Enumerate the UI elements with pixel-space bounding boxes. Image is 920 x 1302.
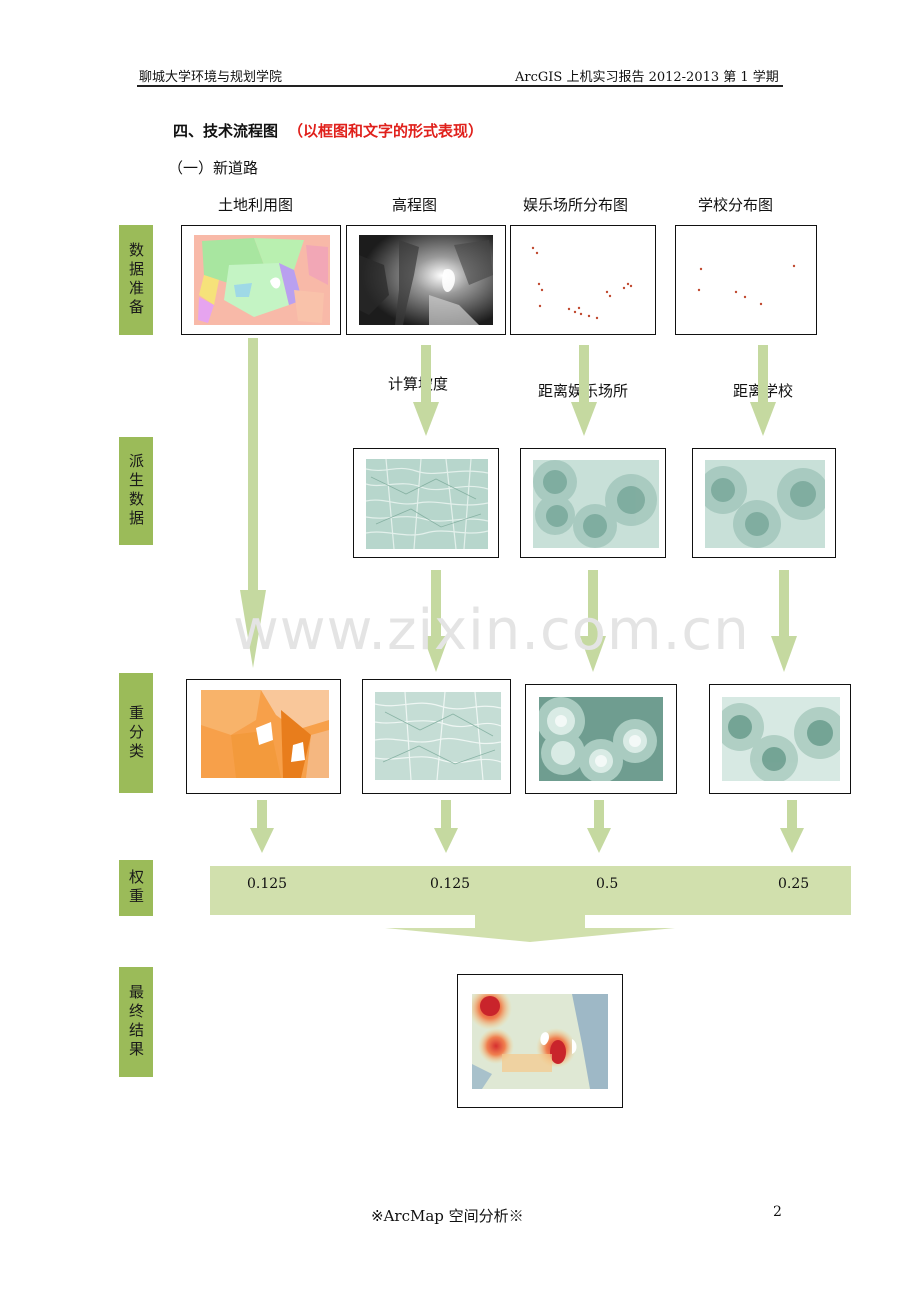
side-label-final: 最终结果 <box>119 967 153 1077</box>
weight-slope: 0.125 <box>430 876 471 892</box>
dist-school-image <box>705 460 825 548</box>
merge-arrow <box>385 914 675 942</box>
final-result-box <box>457 974 623 1108</box>
side-label-text: 权重 <box>127 869 145 907</box>
side-label-text: 数据准备 <box>127 242 145 318</box>
col-title-landuse: 土地利用图 <box>218 196 294 214</box>
recreation-map-box <box>510 225 656 335</box>
dist-recreation-image <box>533 460 659 548</box>
landuse-map-box <box>181 225 341 335</box>
footer-text: ※ArcMap 空间分析※ <box>371 1207 524 1225</box>
school-map-box <box>675 225 817 335</box>
side-label-derived: 派生数据 <box>119 437 153 545</box>
dist-recreation-map-box <box>520 448 666 558</box>
watermark: www.zixin.com.cn <box>233 598 750 663</box>
col-title-elevation: 高程图 <box>392 196 438 214</box>
dist-school-map-box <box>692 448 836 558</box>
final-result-image <box>472 994 608 1089</box>
side-label-reclass: 重分类 <box>119 673 153 793</box>
arrow-shaft <box>248 338 258 638</box>
recreation-points-image <box>531 246 633 320</box>
elevation-map-box <box>346 225 506 335</box>
reclass-slope-box <box>362 679 511 794</box>
side-label-text: 重分类 <box>127 704 145 762</box>
landuse-map-image <box>194 235 330 325</box>
section-title: 四、技术流程图 （以框图和文字的形式表现） <box>173 120 483 141</box>
section-note: （以框图和文字的形式表现） <box>288 122 484 140</box>
elevation-map-image <box>359 235 493 325</box>
col-title-recreation: 娱乐场所分布图 <box>523 196 629 214</box>
slope-map-box <box>353 448 499 558</box>
reclass-landuse-image <box>201 690 329 778</box>
side-label-data-prep: 数据准备 <box>119 225 153 335</box>
header-rule <box>137 85 783 87</box>
reclass-school-box <box>709 684 851 794</box>
op-label-slope: 计算坡度 <box>388 375 449 393</box>
weight-landuse: 0.125 <box>247 876 288 892</box>
section-title-text: 四、技术流程图 <box>173 122 279 140</box>
reclass-school-image <box>722 697 840 781</box>
col-title-school: 学校分布图 <box>698 196 774 214</box>
side-label-text: 派生数据 <box>127 453 145 529</box>
header-right: ArcGIS 上机实习报告 2012-2013 第 1 学期 <box>515 70 779 85</box>
weight-recreation: 0.5 <box>596 876 619 892</box>
arrow-head <box>240 590 266 668</box>
reclass-recreation-image <box>539 697 663 781</box>
weight-school: 0.25 <box>778 876 810 892</box>
school-points-image <box>697 264 796 306</box>
page-number: 2 <box>773 1204 782 1220</box>
subsection-title: （一）新道路 <box>168 159 259 177</box>
reclass-recreation-box <box>525 684 677 794</box>
reclass-slope-image <box>375 692 501 780</box>
reclass-landuse-box <box>186 679 341 794</box>
side-label-weight: 权重 <box>119 860 153 916</box>
slope-map-image <box>366 459 488 549</box>
header-left: 聊城大学环境与规划学院 <box>139 70 283 85</box>
side-label-text: 最终结果 <box>127 984 145 1060</box>
weights-bar <box>210 866 851 915</box>
